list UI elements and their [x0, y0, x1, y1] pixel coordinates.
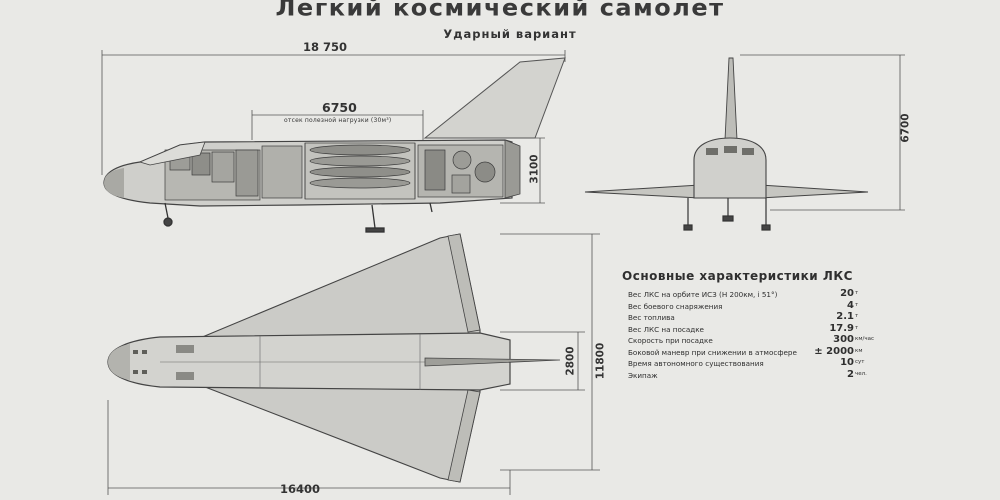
plan-elevons: [447, 233, 481, 483]
spec-unit: т: [855, 313, 859, 319]
spec-label: Экипаж: [628, 370, 658, 380]
plan-fuselage-width-dimension: 2800: [564, 346, 577, 376]
spec-label: Вес боевого снаряжения: [628, 301, 723, 311]
spec-row: Боковой маневр при снижении в атмосфере …: [628, 345, 868, 359]
overall-length-dimension: 18 750: [303, 40, 348, 54]
specs-table: Вес ЛКС на орбите ИСЗ (Н 200км, і 51°) 2…: [628, 288, 874, 382]
plan-windows: [133, 345, 194, 380]
spec-row: Экипаж 2 чел.: [628, 368, 868, 382]
spec-label: Боковой маневр при снижении в атмосфере: [628, 347, 797, 357]
spec-value: 20: [840, 288, 854, 299]
spec-row: Скорость при посадке 300 км/час: [628, 334, 874, 347]
front-landing-gear: [683, 198, 771, 231]
side-nose-cap: [104, 168, 124, 198]
side-cutaway-interior: [164, 142, 504, 201]
spec-value: 17.9: [829, 322, 854, 334]
spec-value: 2.1: [836, 311, 854, 322]
spec-row: Время автономного существования 10 сут: [628, 357, 868, 370]
plan-length-dimension: 16400: [280, 482, 321, 496]
spec-row: Вес ЛКС на орбите ИСЗ (Н 200км, і 51°) 2…: [628, 288, 868, 301]
spec-unit: км/час: [855, 336, 874, 342]
front-view-dimension-lines: [740, 54, 905, 211]
spec-unit: сут: [855, 359, 865, 365]
drawing-subtitle: Ударный вариант: [443, 27, 577, 41]
wingspan-dimension: 11800: [594, 342, 607, 380]
spec-value: 4: [847, 299, 854, 311]
spec-unit: т: [855, 324, 859, 331]
payload-bay-note: отсек полезной нагрузки (30м³): [284, 117, 392, 124]
side-cockpit-canopy: [138, 141, 206, 166]
spec-unit: км: [855, 347, 863, 354]
side-landing-gear: [163, 202, 433, 233]
plan-nose-cap: [108, 344, 130, 380]
side-engine-nozzle: [504, 139, 521, 199]
spec-value: 10: [840, 357, 854, 368]
spec-row: Вес топлива 2.1 т: [628, 311, 868, 324]
spec-row: Вес боевого снаряжения 4 т: [628, 299, 868, 313]
spec-label: Вес ЛКС на посадке: [628, 324, 704, 334]
spec-label: Вес топлива: [628, 313, 675, 322]
drawing-title: Легкий космический самолет: [275, 0, 725, 22]
spec-label: Скорость при посадке: [628, 336, 713, 345]
spec-row: Вес ЛКС на посадке 17.9 т: [628, 322, 868, 336]
spec-label: Время автономного существования: [628, 359, 764, 368]
front-cockpit-windows: [706, 146, 754, 155]
spec-value: 300: [833, 334, 854, 345]
spec-value: ± 2000: [814, 345, 854, 357]
spec-unit: т: [855, 290, 859, 296]
spec-value: 2: [847, 368, 854, 380]
spec-unit: т: [855, 301, 859, 308]
specs-title: Основные характеристики ЛКС: [622, 269, 853, 283]
plan-view-dimension-lines: [107, 233, 600, 495]
payload-bay-length-dimension: 6750: [322, 100, 357, 115]
plan-upper-wing: [199, 233, 481, 341]
spec-unit: чел.: [855, 370, 867, 377]
spec-label: Вес ЛКС на орбите ИСЗ (Н 200км, і 51°): [628, 290, 778, 299]
side-vertical-fin: [423, 57, 566, 139]
plan-lower-wing: [199, 379, 481, 483]
plan-vertical-fin: [424, 357, 561, 367]
